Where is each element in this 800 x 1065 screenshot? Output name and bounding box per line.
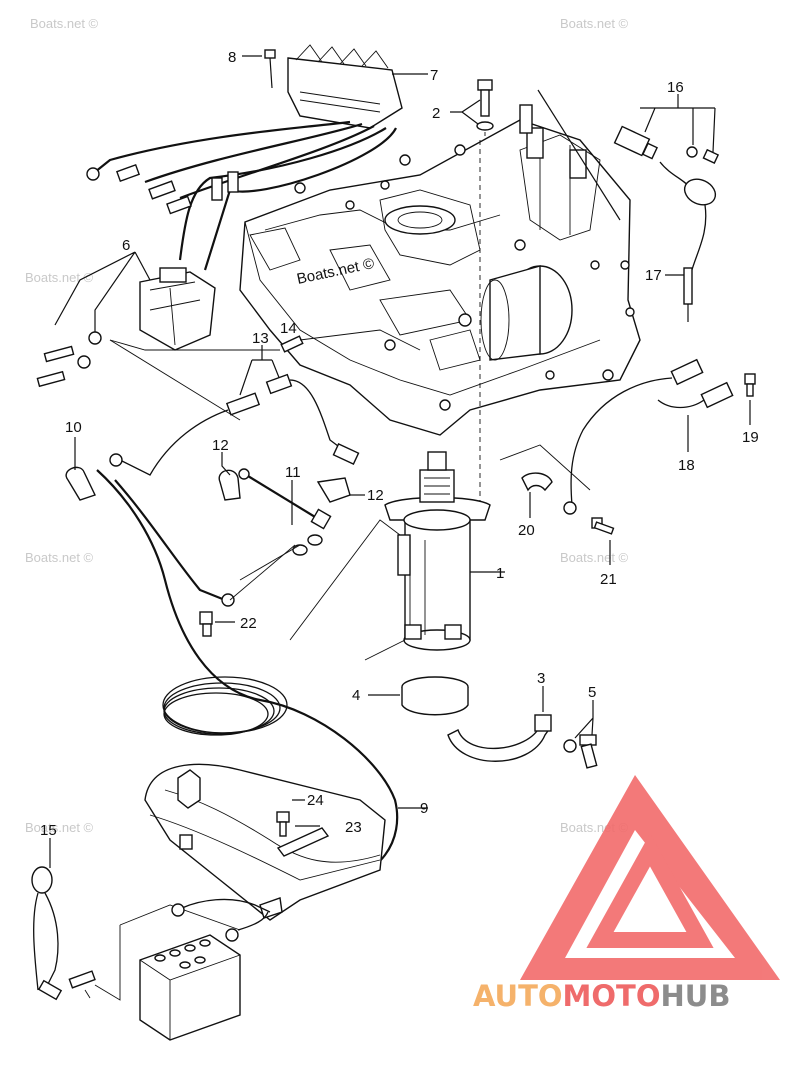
watermark: Boats.net © <box>560 16 629 31</box>
wire <box>179 125 375 200</box>
callout-19: 19 <box>742 429 759 446</box>
starter-motor <box>384 451 491 651</box>
callout-12b: 12 <box>367 487 384 504</box>
cap-10 <box>65 466 96 501</box>
cap-12 <box>218 469 241 501</box>
watermark: Boats.net © <box>30 16 99 31</box>
sensor-16 <box>613 94 720 206</box>
cap-12b <box>316 477 351 503</box>
callout-13: 13 <box>252 330 269 347</box>
logo-triangle <box>520 775 780 980</box>
callout-12: 12 <box>212 437 229 454</box>
callout-6: 6 <box>122 237 130 254</box>
callout-2: 2 <box>432 105 440 122</box>
cable-9 <box>96 469 399 882</box>
callouts: 1 2 3 4 5 6 7 8 9 10 11 12 12 13 14 15 1… <box>40 49 759 839</box>
callout-9: 9 <box>420 800 428 817</box>
battery <box>139 934 241 1041</box>
wire <box>144 122 363 184</box>
callout-1: 1 <box>496 565 504 582</box>
callout-24: 24 <box>307 792 324 809</box>
logo-wordmark: AUTOMOTOHUB <box>473 979 730 1013</box>
callout-21: 21 <box>600 571 617 588</box>
bolt-washer-2 <box>450 79 494 150</box>
callout-17: 17 <box>645 267 662 284</box>
callout-8: 8 <box>228 49 236 66</box>
lower-cowling <box>144 763 386 921</box>
cable <box>114 479 226 602</box>
callout-10: 10 <box>65 419 82 436</box>
callout-22: 22 <box>240 615 257 632</box>
watermark: Boats.net © <box>25 550 94 565</box>
cable-11 <box>247 475 321 521</box>
callout-15: 15 <box>40 822 57 839</box>
wire <box>94 120 351 173</box>
watermark: Boats.net © <box>25 270 94 285</box>
wire <box>178 127 387 261</box>
watermark: Boats.net © <box>25 820 94 835</box>
callout-18: 18 <box>678 457 695 474</box>
logo-part-hub: HUB <box>661 979 731 1013</box>
callout-7: 7 <box>430 67 438 84</box>
logo-outer-shape <box>520 775 780 980</box>
callout-20: 20 <box>518 522 535 539</box>
engine-block: Boats.net © <box>239 104 641 436</box>
callout-5: 5 <box>588 684 596 701</box>
logo-part-moto: MOTO <box>563 979 661 1013</box>
callout-3: 3 <box>537 670 545 687</box>
logo-text: AUTOMOTOHUB <box>473 979 730 1013</box>
callout-16: 16 <box>667 79 684 96</box>
callout-23: 23 <box>345 819 362 836</box>
watermark: Boats.net © <box>560 550 629 565</box>
voltage-regulator <box>264 44 403 129</box>
callout-14: 14 <box>280 320 297 337</box>
callout-11: 11 <box>285 464 301 481</box>
logo-inner-shape <box>586 833 714 948</box>
logo-part-auto: AUTO <box>473 979 563 1013</box>
coiled-cable <box>162 676 288 736</box>
ring-4 <box>401 676 469 716</box>
callout-4: 4 <box>352 687 360 704</box>
coil-6 <box>139 267 216 351</box>
